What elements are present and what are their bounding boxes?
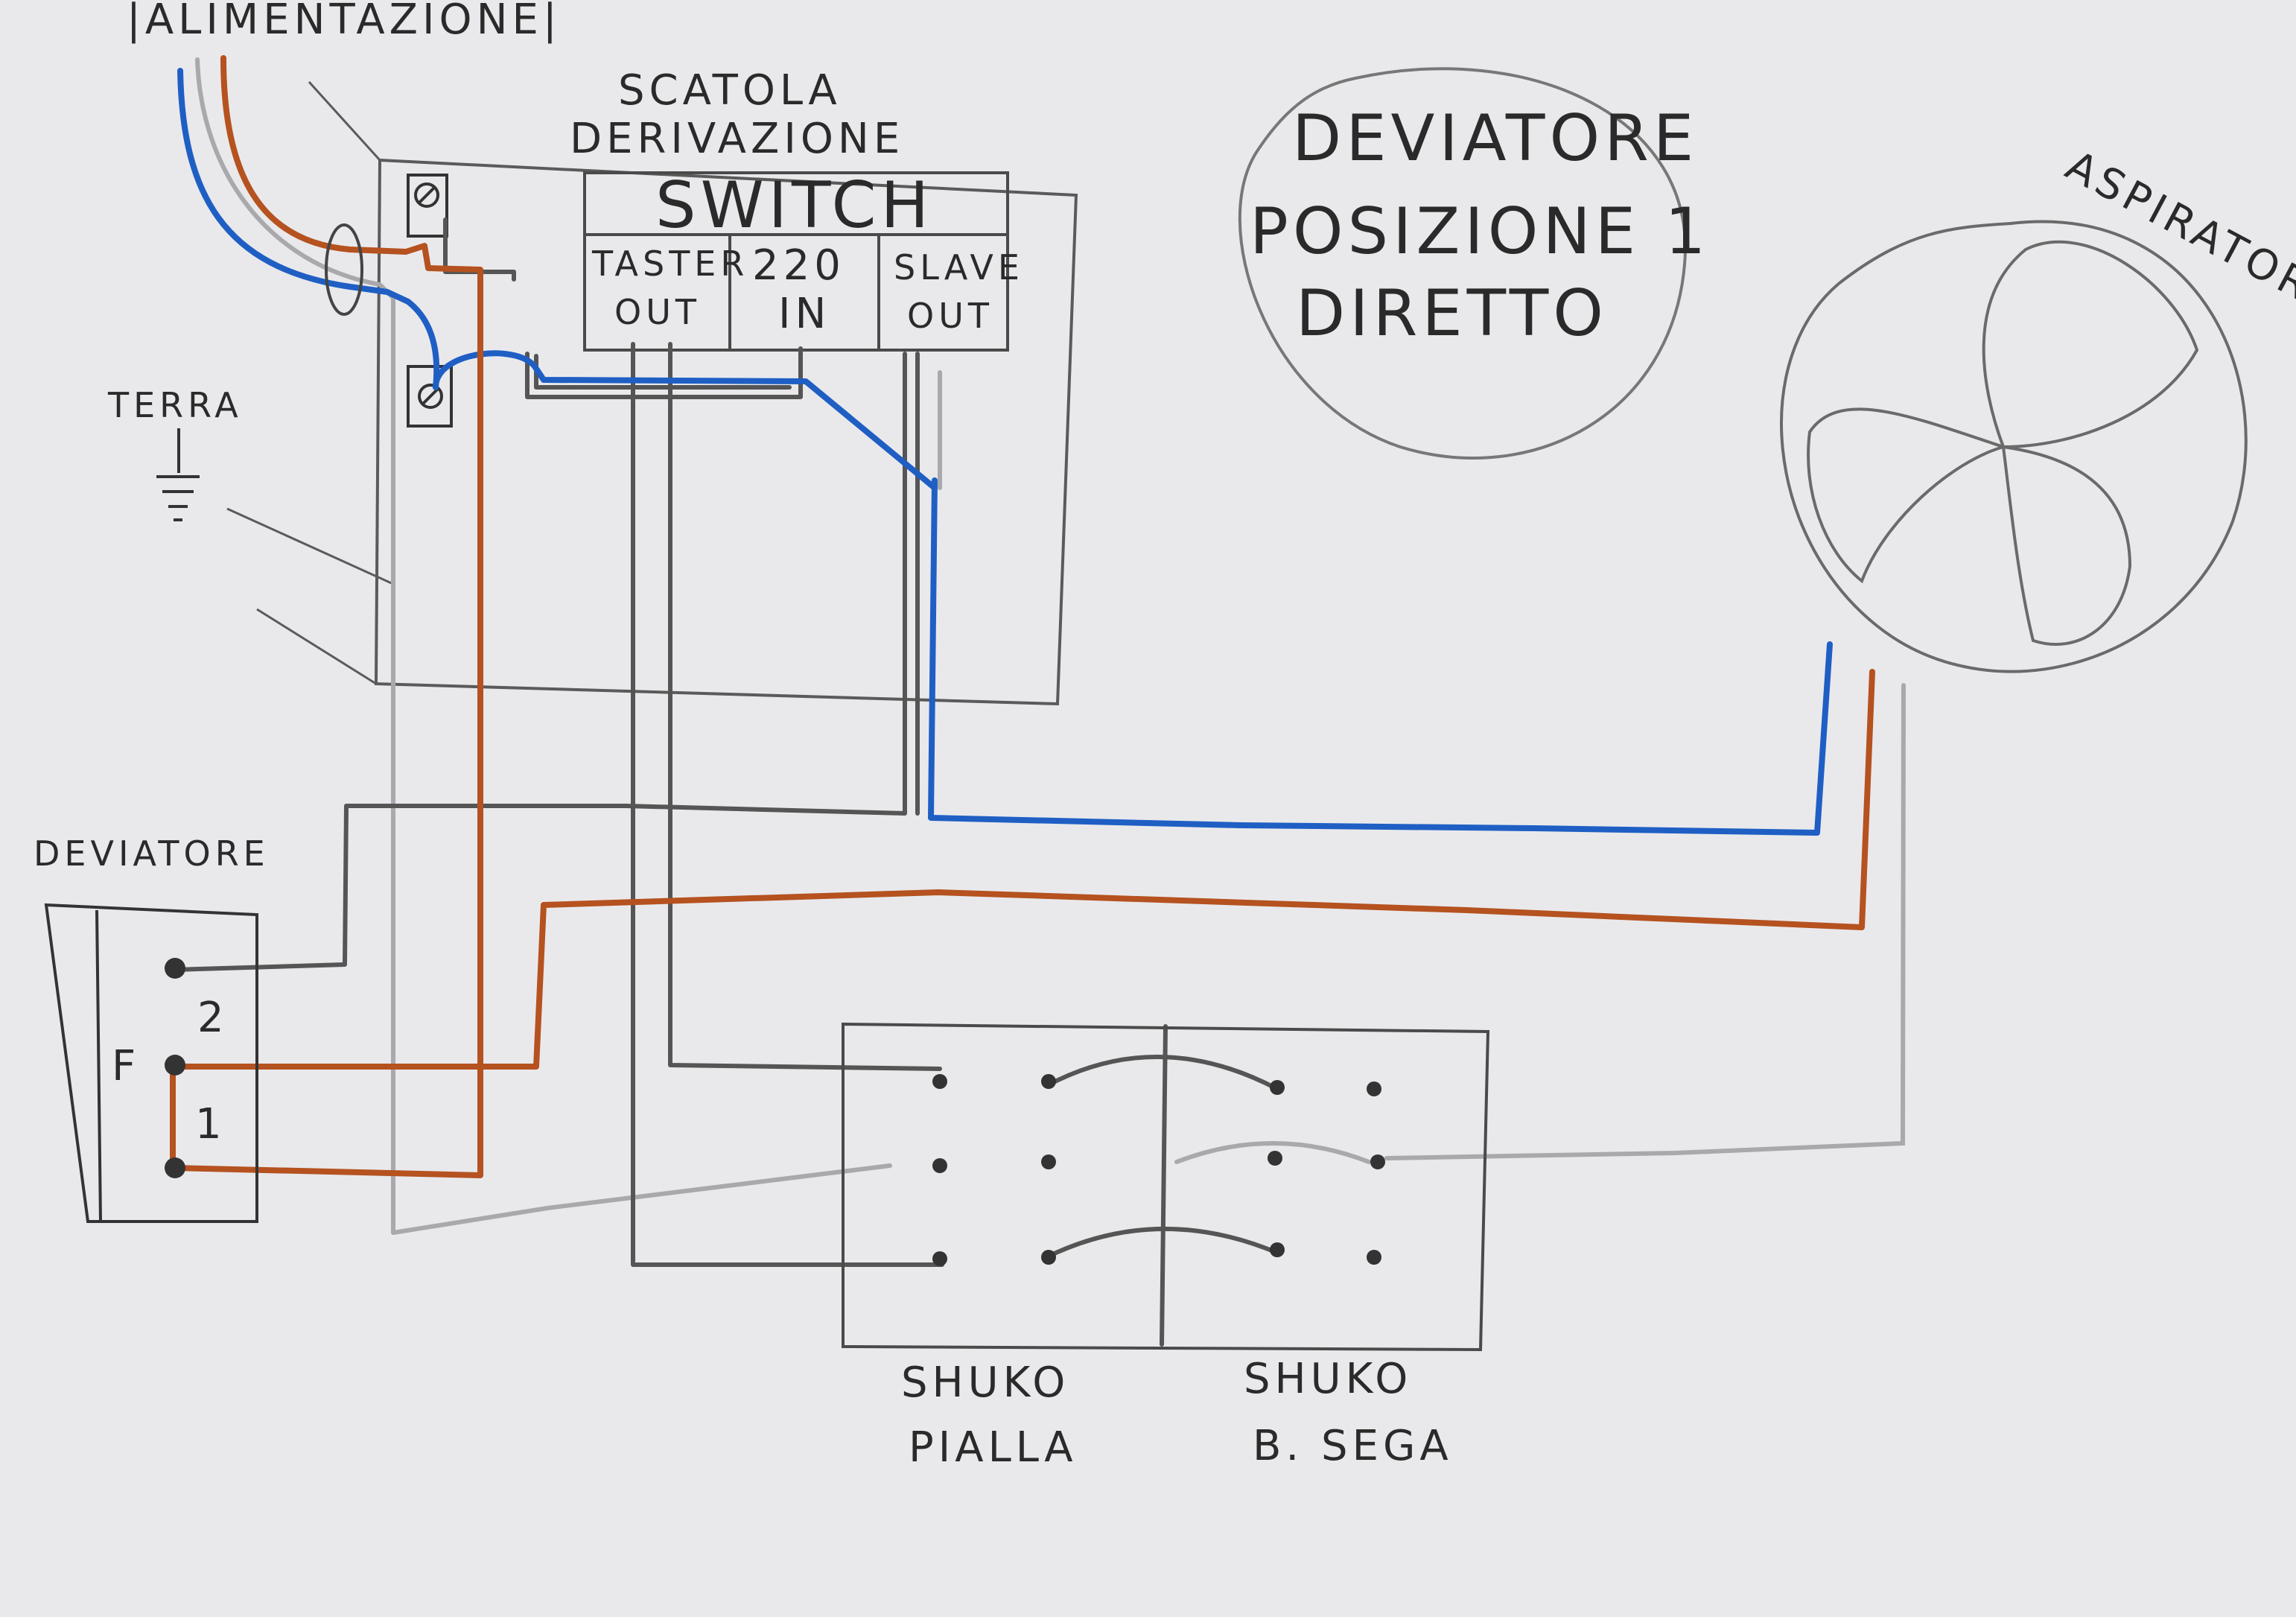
slave-out-label-1: SLAVE bbox=[894, 247, 1024, 287]
switch-title: SWITCH bbox=[655, 168, 933, 243]
junction-box-label-2: DERIVAZIONE bbox=[570, 115, 904, 163]
extractor-label: ASPIRATORE bbox=[2058, 142, 2296, 327]
sockets-box bbox=[842, 1022, 1490, 1352]
socket-1-label-1: SHUKO bbox=[901, 1359, 1069, 1407]
note-bubble: DEVIATORE POSIZIONE 1 DIRETTO bbox=[1238, 67, 1710, 460]
taster-out-label-1: TASTER bbox=[591, 244, 748, 284]
switch-common-label: F bbox=[112, 1042, 140, 1090]
earth-leader-2 bbox=[256, 608, 377, 685]
earth-leader-1 bbox=[226, 507, 395, 586]
switch-terminals bbox=[165, 958, 185, 1178]
junction-box-leader bbox=[308, 80, 381, 162]
socket-2-label-1: SHUKO bbox=[1244, 1355, 1412, 1403]
junction-box bbox=[374, 159, 1078, 706]
switch-pos-1-label: 1 bbox=[195, 1100, 226, 1149]
switch-pos-2-label: 2 bbox=[197, 994, 229, 1042]
neutral-wires bbox=[177, 68, 1833, 836]
screw-terminal-icon bbox=[407, 174, 448, 238]
note-line-1: DEVIATORE bbox=[1292, 101, 1698, 176]
in220-label-2: IN bbox=[778, 290, 830, 338]
two-way-switch-label: DEVIATORE bbox=[34, 833, 270, 874]
screw-terminal-icon bbox=[407, 365, 453, 428]
slave-out-label-2: OUT bbox=[907, 296, 993, 336]
two-way-switch-body bbox=[44, 903, 258, 1223]
power-supply-label: |ALIMENTAZIONE| bbox=[127, 0, 562, 44]
taster-out-label-2: OUT bbox=[614, 292, 701, 332]
socket-terminals bbox=[932, 1074, 1385, 1266]
socket-1-label-2: PIALLA bbox=[909, 1423, 1078, 1472]
grey-wires bbox=[173, 217, 1279, 1347]
junction-box-label-1: SCATOLA bbox=[618, 66, 842, 115]
socket-2-label-2: B. SEGA bbox=[1253, 1422, 1453, 1470]
note-line-2: POSIZIONE 1 bbox=[1250, 194, 1710, 269]
fan-icon bbox=[1780, 220, 2248, 673]
earth-label: TERRA bbox=[107, 385, 243, 425]
cable-sleeve bbox=[325, 223, 363, 316]
switch-module bbox=[583, 171, 1009, 352]
ground-symbol-icon bbox=[156, 428, 200, 521]
note-line-3: DIRETTO bbox=[1296, 276, 1608, 351]
phase-wires bbox=[170, 55, 1875, 1178]
in220-label-1: 220 bbox=[752, 241, 845, 290]
